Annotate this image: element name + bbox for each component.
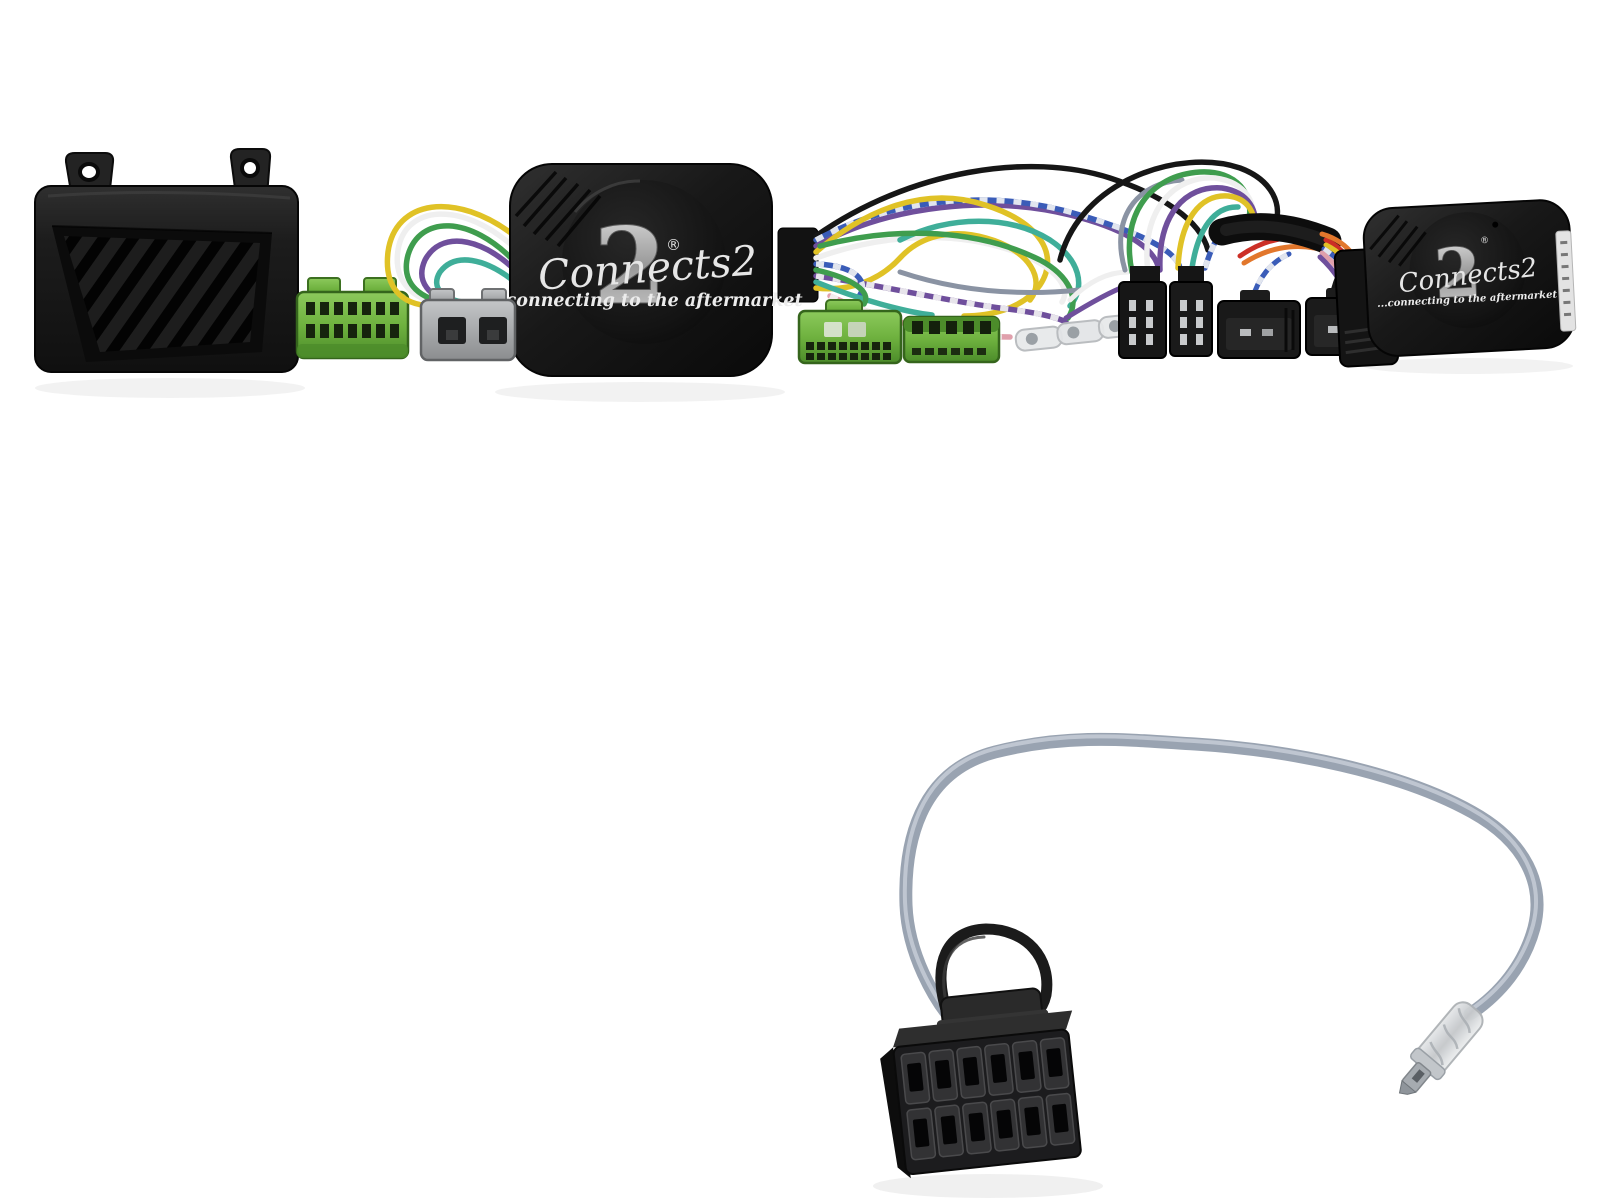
twelve-pin-plug bbox=[880, 987, 1082, 1179]
mounting-tab-right bbox=[229, 148, 272, 197]
green-latch-connector bbox=[797, 299, 903, 365]
registered-mark-small: ® bbox=[1480, 236, 1490, 246]
ribbed-corner-small bbox=[1369, 214, 1427, 267]
plug-pin-holes bbox=[900, 1037, 1076, 1161]
antenna-plug bbox=[1398, 1001, 1484, 1095]
label-strip bbox=[1555, 230, 1577, 332]
soft-shadows bbox=[35, 358, 1573, 1198]
registered-mark: ® bbox=[666, 236, 681, 254]
speaker-grille bbox=[64, 236, 260, 352]
green-14pin-connector bbox=[295, 277, 410, 360]
box-dome bbox=[562, 180, 726, 344]
logo-numeral-small: 2 bbox=[1432, 232, 1483, 314]
logo-numeral: 2 bbox=[593, 203, 667, 328]
grey-2slot-connector bbox=[419, 288, 517, 362]
lead-cable bbox=[899, 732, 1544, 1027]
ribbed-corner bbox=[514, 170, 602, 248]
interface-box-small: 2 ® Connects2 ...connecting to the after… bbox=[1333, 199, 1577, 368]
pin-holes bbox=[306, 302, 399, 338]
speaker-top-highlight bbox=[47, 190, 291, 200]
wiring-loom-right bbox=[1057, 159, 1356, 306]
speaker-module bbox=[34, 148, 299, 373]
antenna-adapter-lead bbox=[880, 732, 1544, 1179]
green-slot-connector bbox=[902, 315, 1001, 364]
brand-logo-small: 2 ® Connects2 ...connecting to the after… bbox=[1377, 232, 1558, 315]
label-marks bbox=[1560, 240, 1572, 317]
interface-box-large: 2 ® Connects2 ...connecting to the after… bbox=[487, 163, 819, 377]
logo-tagline: ...connecting to the aftermarket bbox=[487, 291, 802, 311]
iso-connector-pair bbox=[1118, 266, 1213, 359]
iso-pins bbox=[1129, 300, 1203, 345]
